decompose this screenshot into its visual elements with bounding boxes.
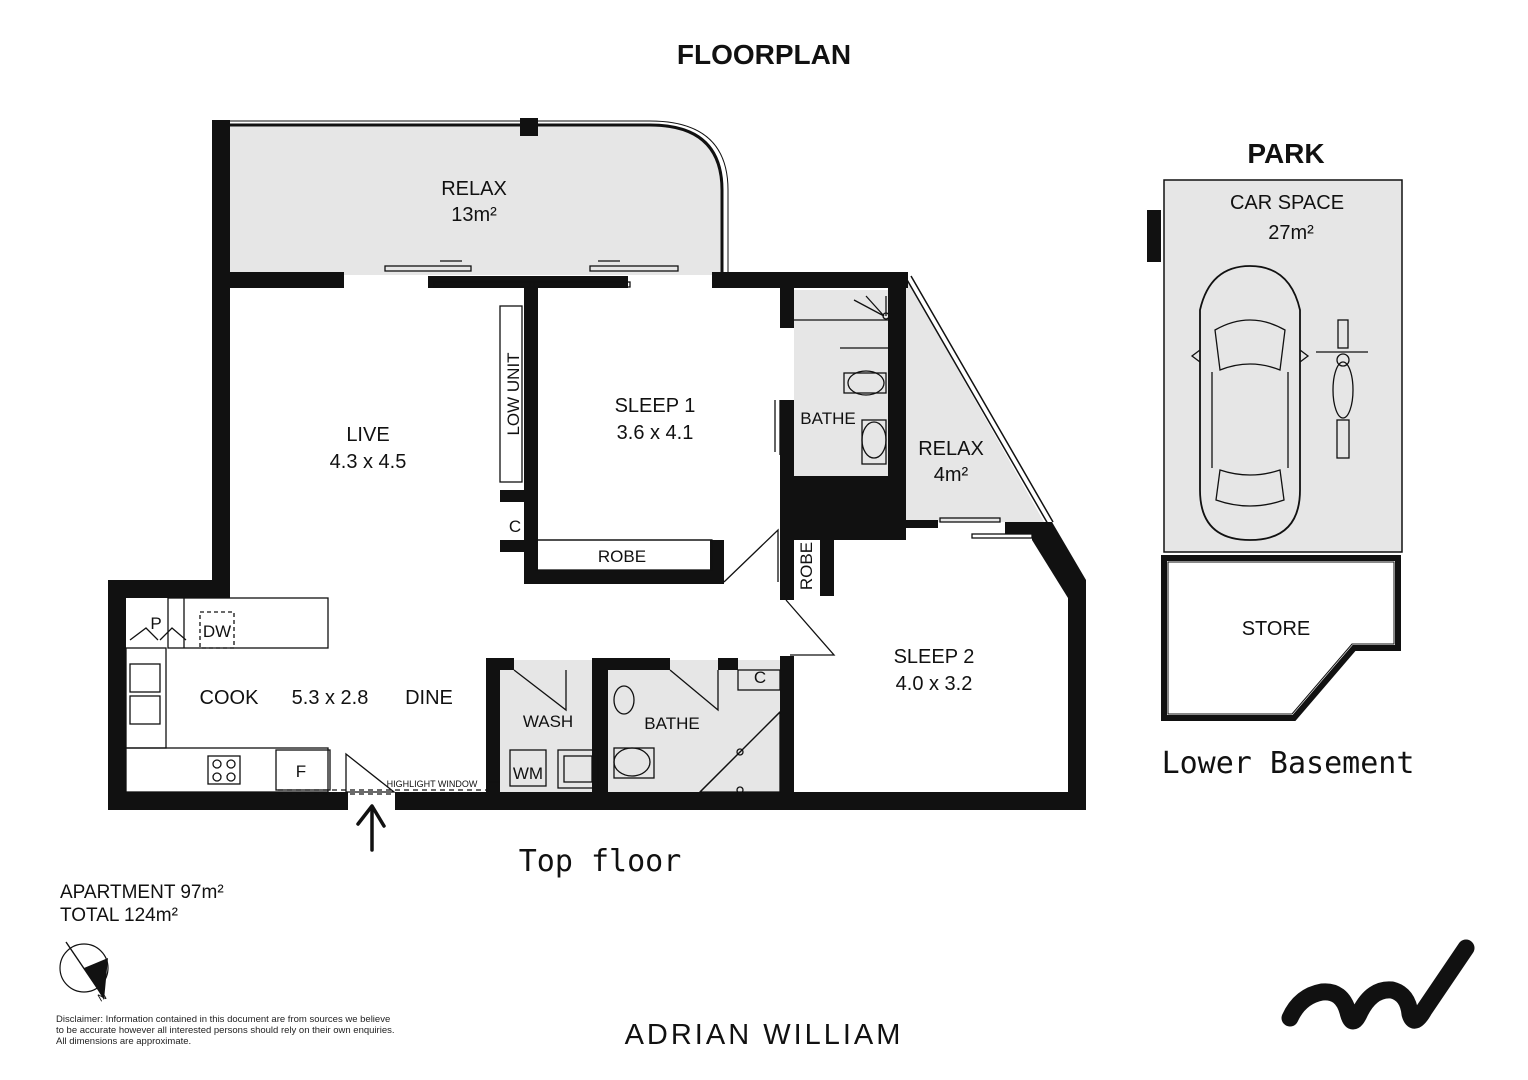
plan-title: FLOORPLAN bbox=[677, 39, 851, 70]
motorbike-icon bbox=[1316, 319, 1368, 459]
live-size: 4.3 x 4.5 bbox=[330, 451, 407, 473]
cook-label: COOK bbox=[200, 687, 260, 709]
car-space-outline bbox=[1163, 179, 1403, 553]
sliding-doors bbox=[384, 260, 1033, 539]
compass-letter: N bbox=[96, 990, 109, 1004]
small-balcony-rail bbox=[905, 277, 1049, 525]
balcony-outline-outer bbox=[228, 120, 729, 275]
ensuite-area bbox=[794, 290, 890, 476]
car-space-size: 27m² bbox=[1268, 222, 1314, 244]
brand-name: ADRIAN WILLIAM bbox=[625, 1019, 904, 1051]
fridge-label: F bbox=[296, 762, 306, 781]
disclaimer-line-3: All dimensions are approximate. bbox=[56, 1036, 191, 1047]
highlight-window-label: HIGHLIGHT WINDOW bbox=[387, 779, 478, 789]
kitchen-fixtures bbox=[129, 611, 331, 791]
cook-dine-size: 5.3 x 2.8 bbox=[292, 687, 369, 709]
store-label: STORE bbox=[1242, 618, 1311, 640]
top-floor-caption: Top floor bbox=[519, 844, 682, 879]
low-unit-label: LOW UNIT bbox=[504, 352, 523, 435]
ensuite-label: BATHE bbox=[800, 409, 855, 428]
wash-label: WASH bbox=[523, 712, 573, 731]
robe2-label: ROBE bbox=[797, 542, 816, 590]
relax-small-name: RELAX bbox=[918, 438, 984, 460]
park-title: PARK bbox=[1247, 138, 1324, 169]
sleep1-name: SLEEP 1 bbox=[615, 395, 696, 417]
interior-doors bbox=[125, 305, 888, 795]
apartment-area: APARTMENT 97m² bbox=[60, 882, 224, 903]
pantry-label: P bbox=[150, 614, 161, 633]
car-space-name: CAR SPACE bbox=[1230, 192, 1344, 214]
disclaimer-line-2: to be accurate however all interested pe… bbox=[56, 1025, 395, 1036]
relax-balcony-area bbox=[228, 125, 722, 275]
robe1-label: ROBE bbox=[598, 547, 646, 566]
balcony-outline bbox=[228, 123, 724, 275]
relax-small-size: 4m² bbox=[934, 464, 969, 486]
relax-main-size: 13m² bbox=[451, 204, 497, 226]
brand-logo-icon bbox=[1281, 939, 1475, 1030]
bathe-main-label: BATHE bbox=[644, 714, 699, 733]
room-labels: RELAX 13m² LIVE 4.3 x 4.5 LOW UNIT SLEEP… bbox=[150, 178, 983, 789]
sleep2-name: SLEEP 2 bbox=[894, 646, 975, 668]
sleep1-size: 3.6 x 4.1 bbox=[617, 422, 694, 444]
car-icon bbox=[1190, 265, 1310, 541]
store-outline bbox=[1161, 555, 1401, 721]
cupboard1-label: C bbox=[509, 517, 521, 536]
compass-icon: N bbox=[59, 941, 109, 1005]
walls bbox=[108, 118, 1161, 810]
relax-main-name: RELAX bbox=[441, 178, 507, 200]
lower-basement-caption: Lower Basement bbox=[1162, 746, 1415, 781]
sleep2-size: 4.0 x 3.2 bbox=[896, 673, 973, 695]
dine-label: DINE bbox=[405, 687, 453, 709]
live-name: LIVE bbox=[346, 424, 389, 446]
dishwasher-label: DW bbox=[203, 622, 231, 641]
entry-arrow-icon bbox=[356, 804, 386, 852]
bathroom-area bbox=[608, 660, 786, 792]
cupboard2-label: C bbox=[754, 668, 766, 687]
washing-machine-label: WM bbox=[513, 764, 543, 783]
bathroom-fixtures bbox=[509, 295, 890, 794]
disclaimer-line-1: Disclaimer: Information contained in thi… bbox=[56, 1014, 390, 1025]
total-area: TOTAL 124m² bbox=[60, 905, 178, 926]
